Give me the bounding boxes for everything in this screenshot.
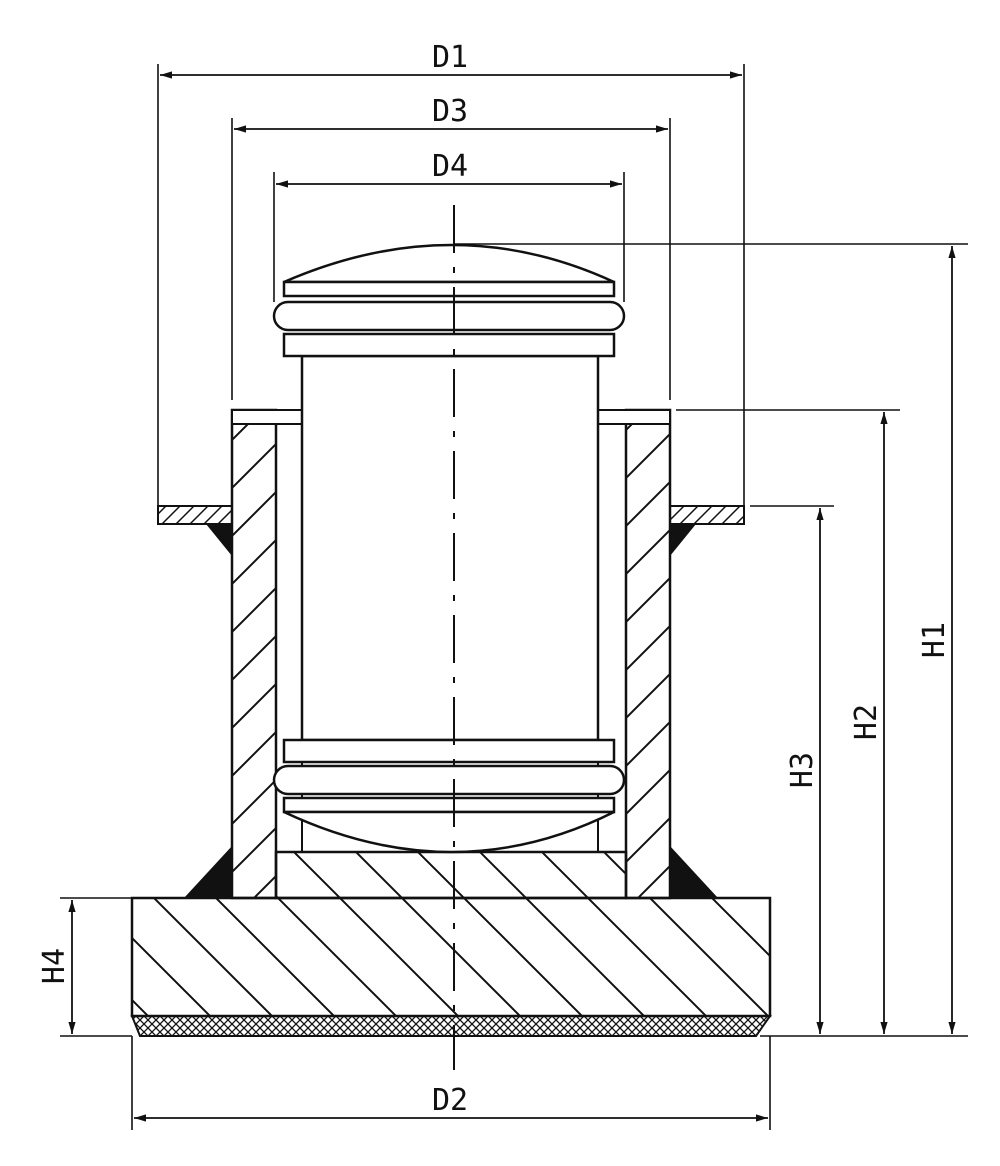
dimension-lines xyxy=(68,71,956,1122)
h3-label: H3 xyxy=(785,752,820,788)
h4-label: H4 xyxy=(37,948,72,984)
upper-piston-head xyxy=(272,243,626,358)
right-flange xyxy=(669,505,745,525)
bottom-pad xyxy=(130,1015,772,1037)
left-flange xyxy=(157,505,233,525)
right-tube-wall xyxy=(597,408,672,900)
h2-label: H2 xyxy=(849,704,884,740)
weld-fillets xyxy=(184,524,718,898)
d1-label: D1 xyxy=(432,40,468,75)
lower-piston-head xyxy=(272,738,626,854)
h1-label: H1 xyxy=(917,622,952,658)
piston-body xyxy=(300,354,600,742)
d2-label: D2 xyxy=(432,1083,468,1118)
d4-label: D4 xyxy=(432,149,468,184)
d3-label: D3 xyxy=(432,94,468,129)
extension-lines xyxy=(60,64,968,1130)
dimension-labels: D1 D3 D4 D2 H1 H2 H3 H4 xyxy=(37,40,952,1118)
left-tube-wall xyxy=(230,408,303,900)
